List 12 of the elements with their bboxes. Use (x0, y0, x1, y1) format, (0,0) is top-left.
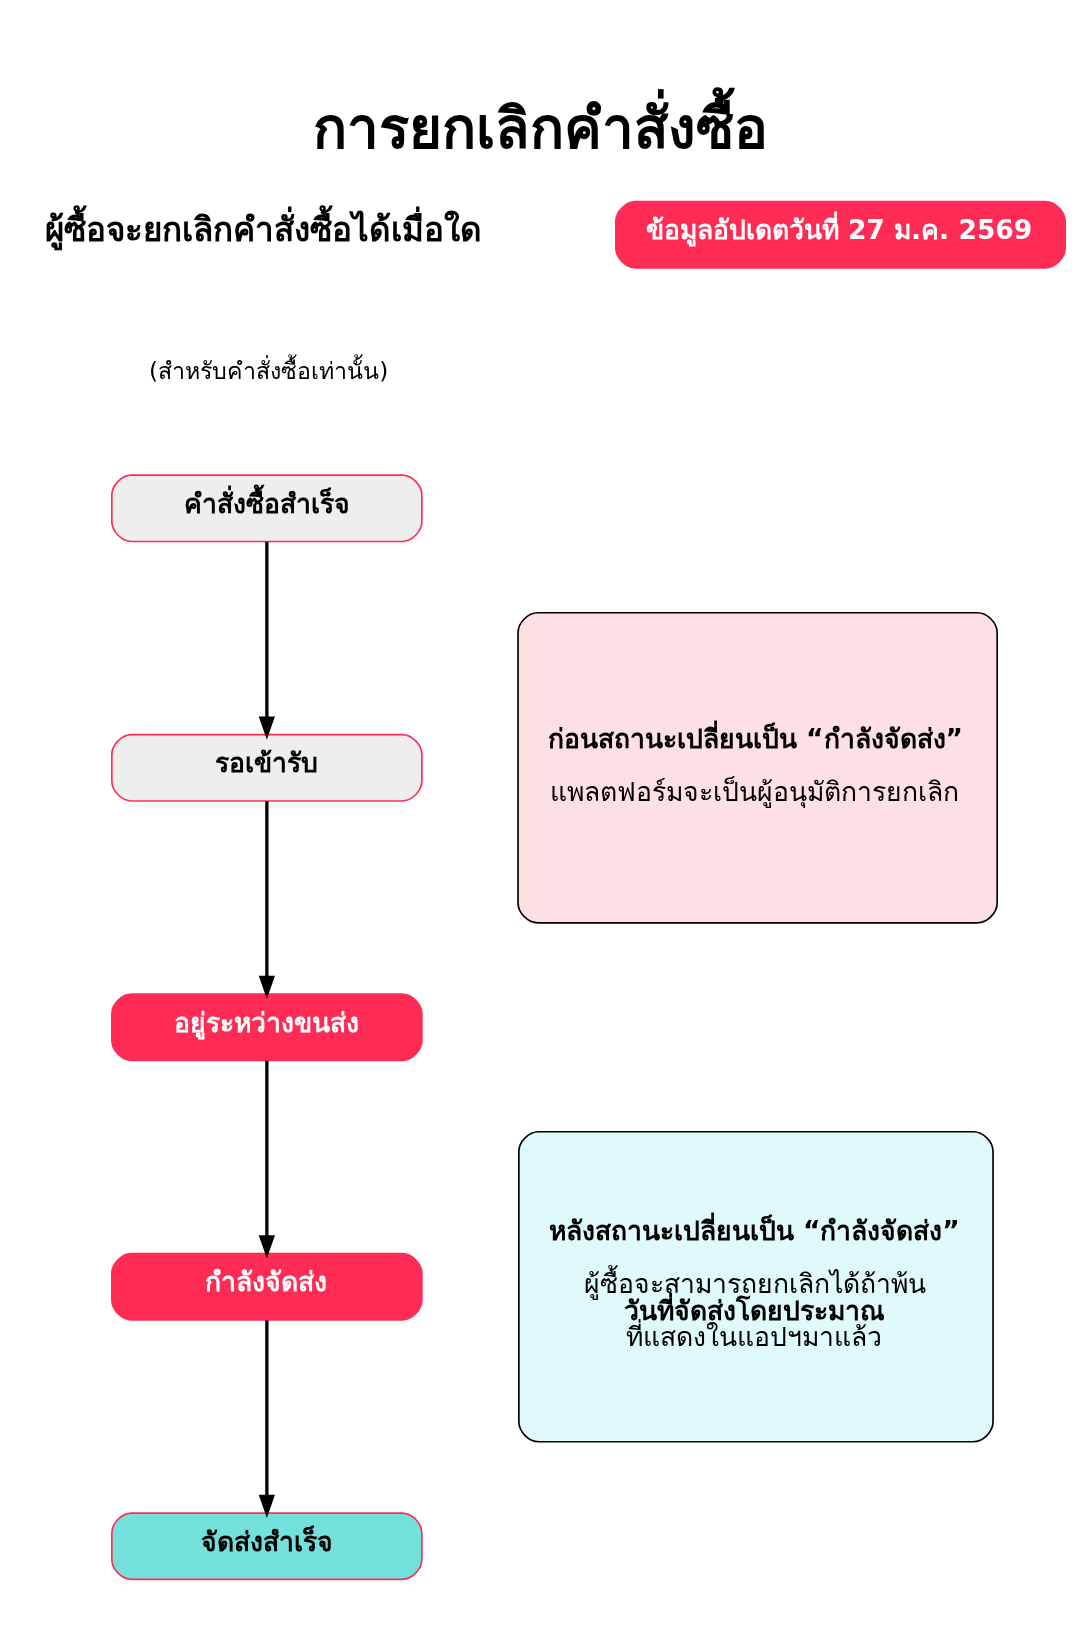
node-box: คำสั่งซื้อสำเร็จ (111, 474, 423, 543)
arrow (258, 541, 275, 740)
node-box: หลังสถานะเปลี่ยนเป็น “กำลังจัดส่ง” ผู้ซื้อจะสามารถยกเลิกได้ถ้าพ้นวันที่จัดส่งโดยประมาณที่แสดงในแอปฯมาแล้ว (518, 1130, 994, 1443)
arrow (258, 1060, 275, 1259)
node-box: รอเข้ารับ (111, 733, 423, 802)
arrow (258, 1320, 275, 1519)
node-box: จัดส่งสำเร็จ (111, 1512, 423, 1581)
node-box: ข้อมูลอัปเดตวันที่ 27 ม.ค. 2569 (615, 200, 1066, 269)
node-box: อยู่ระหว่างขนส่ง (111, 993, 423, 1062)
node-box: ก่อนสถานะเปลี่ยนเป็น “กำลังจัดส่ง” แพลตฟอร์มจะเป็นผู้อนุมัติการยกเลิก (517, 611, 998, 924)
arrow (258, 801, 275, 1000)
node-box: กำลังจัดส่ง (111, 1252, 423, 1321)
